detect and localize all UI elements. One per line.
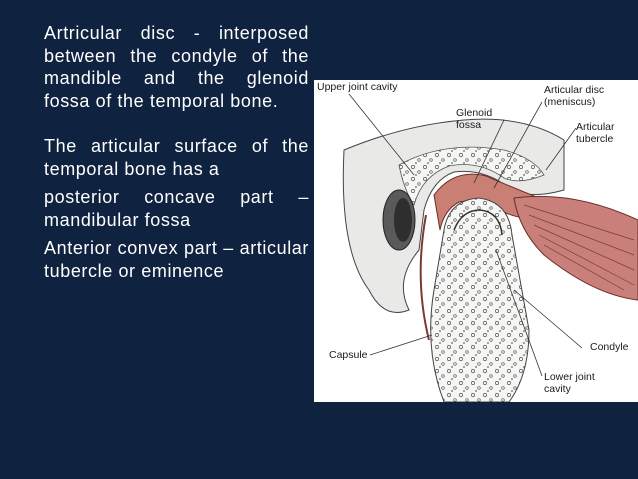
label-upper-joint-cavity: Upper joint cavity <box>317 81 398 93</box>
paragraph-anterior-part: Anterior convex part – articular tubercl… <box>44 238 309 281</box>
paragraph-articular-surface: The articular surface of the temporal bo… <box>44 136 309 179</box>
mandible-condyle <box>430 197 530 402</box>
pterygoid-muscle <box>513 195 638 301</box>
capsule-line <box>419 214 430 341</box>
paragraph-articular-disc: Artricular disc - interposed between the… <box>44 23 309 111</box>
slide-text: Artricular disc - interposed between the… <box>44 22 309 282</box>
tmj-illustration <box>342 93 638 402</box>
label-articular-disc: Articular disc (meniscus) <box>544 84 605 108</box>
label-lower-joint-cavity: Lower joint cavity <box>544 371 595 395</box>
tmj-diagram: Upper joint cavity Glenoid fossa Articul… <box>314 80 638 402</box>
label-articular-tubercle: Articular tubercle <box>576 121 615 145</box>
label-glenoid-fossa: Glenoid fossa <box>456 107 493 131</box>
spongy-bone <box>398 146 545 206</box>
paragraph-posterior-part: posterior concave part – mandibular foss… <box>44 187 309 230</box>
label-condyle: Condyle <box>590 341 629 353</box>
label-capsule: Capsule <box>329 349 368 361</box>
